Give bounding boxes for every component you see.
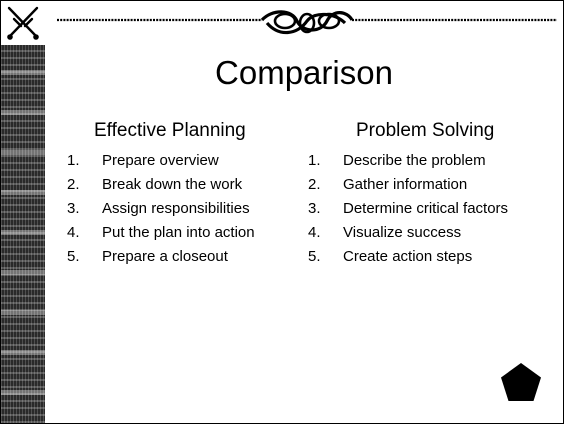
item-number: 3. bbox=[308, 200, 321, 217]
list-item: 4. Visualize success bbox=[308, 221, 508, 245]
item-number: 5. bbox=[308, 248, 321, 265]
item-text: Break down the work bbox=[102, 176, 243, 193]
item-number: 2. bbox=[67, 176, 80, 193]
list-item: 2. Break down the work bbox=[67, 173, 255, 197]
rope-knot-icon bbox=[57, 10, 557, 35]
effective-planning-heading: Effective Planning bbox=[94, 120, 246, 141]
item-text: Determine critical factors bbox=[343, 200, 509, 217]
list-item: 5. Create action steps bbox=[308, 245, 508, 269]
item-text: Create action steps bbox=[343, 248, 473, 265]
list-item: 5. Prepare a closeout bbox=[67, 245, 255, 269]
list-item: 3. Assign responsibilities bbox=[67, 197, 255, 221]
crossed-swords-icon bbox=[7, 6, 39, 40]
list-item: 1. Prepare overview bbox=[67, 149, 255, 173]
effective-planning-list: 1. Prepare overview 2. Break down the work… bbox=[67, 149, 255, 269]
item-text: Gather information bbox=[343, 176, 468, 193]
item-text: Visualize success bbox=[343, 224, 462, 241]
item-number: 4. bbox=[308, 224, 321, 241]
problem-solving-heading: Problem Solving bbox=[356, 120, 495, 141]
item-number: 1. bbox=[67, 152, 80, 169]
item-text: Prepare overview bbox=[102, 152, 219, 169]
list-item: 1. Describe the problem bbox=[308, 149, 508, 173]
list-item: 3. Determine critical factors bbox=[308, 197, 508, 221]
item-number: 4. bbox=[67, 224, 80, 241]
item-number: 2. bbox=[308, 176, 321, 193]
item-number: 5. bbox=[67, 248, 80, 265]
item-text: Describe the problem bbox=[343, 152, 486, 169]
item-text: Assign responsibilities bbox=[102, 200, 250, 217]
item-text: Put the plan into action bbox=[102, 224, 255, 241]
plaid-sidebar bbox=[1, 45, 45, 423]
list-item: 4. Put the plan into action bbox=[67, 221, 255, 245]
item-text: Prepare a closeout bbox=[102, 248, 228, 265]
problem-solving-list: 1. Describe the problem 2. Gather informat… bbox=[308, 149, 508, 269]
item-number: 1. bbox=[308, 152, 321, 169]
item-number: 3. bbox=[67, 200, 80, 217]
slide-title: Comparison bbox=[215, 54, 393, 91]
list-item: 2. Gather information bbox=[308, 173, 508, 197]
pentagon-icon[interactable] bbox=[500, 362, 542, 402]
